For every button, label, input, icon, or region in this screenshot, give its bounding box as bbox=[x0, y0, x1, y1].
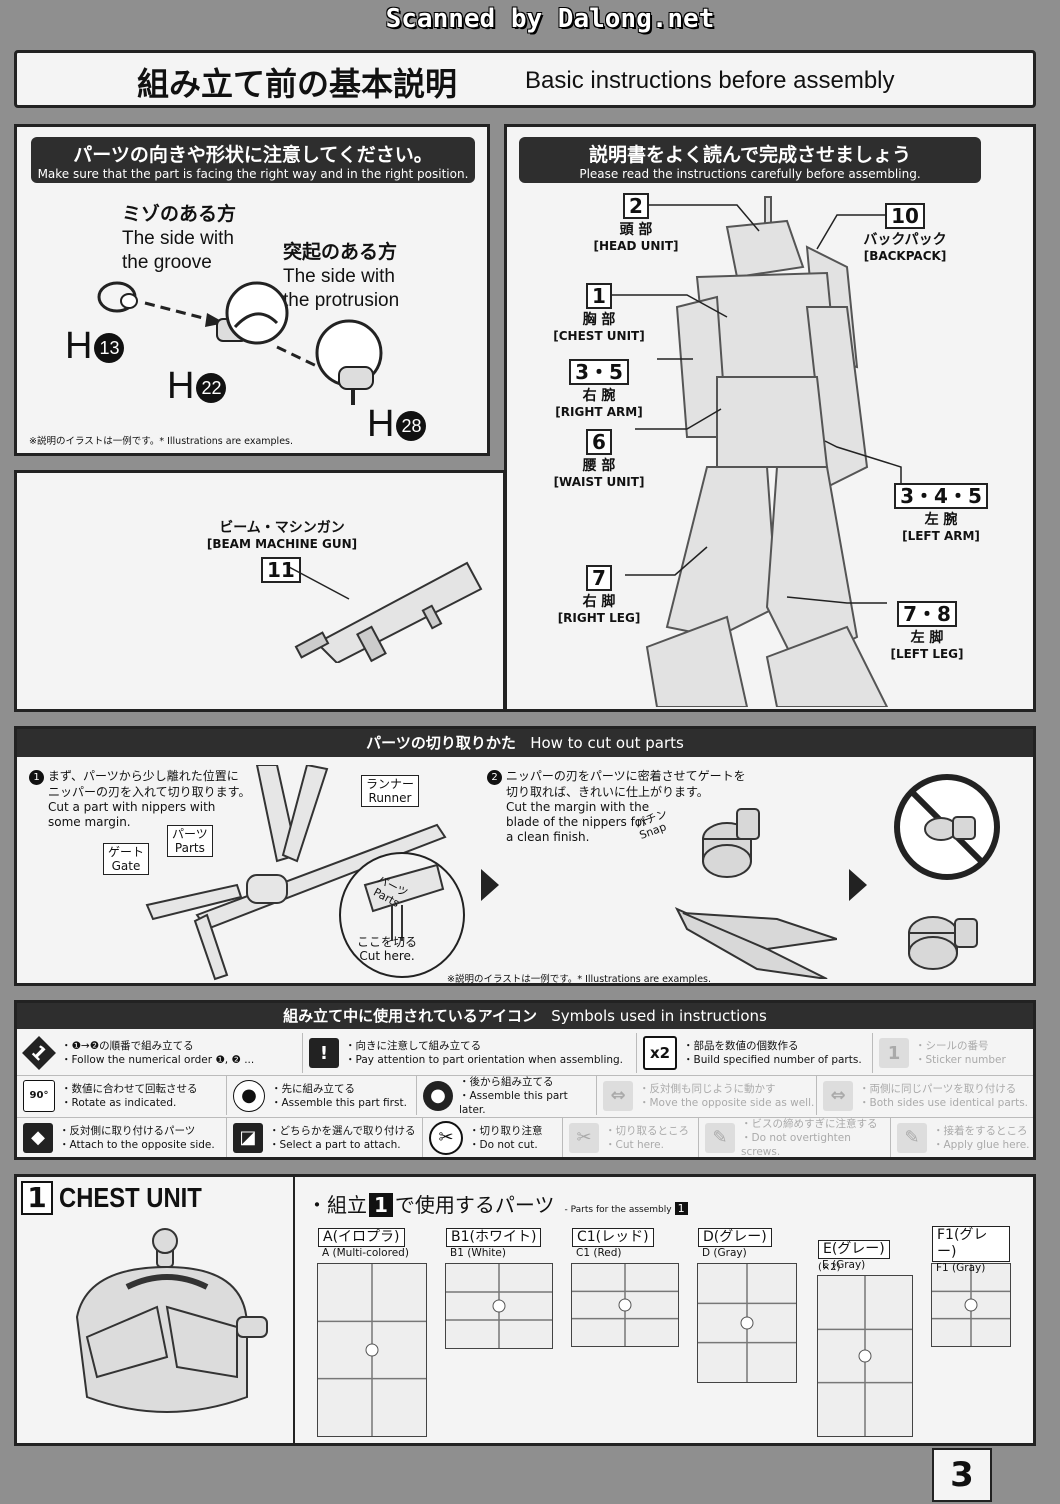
runner-f1: F1(グレー)F1 (Gray) bbox=[931, 1226, 1011, 1347]
beam-machine-gun-illustration bbox=[288, 561, 483, 663]
symbol-glue: ✎・接着をするところ・Apply glue here. bbox=[891, 1117, 1033, 1157]
cut-here-icon: ✂ bbox=[569, 1122, 599, 1153]
runner-frame bbox=[318, 1264, 426, 1436]
step1-text: 1 まず、パーツから少し離れた位置に ニッパーの刃を入れて切り取ります。 Cut… bbox=[29, 769, 250, 830]
parts-for-assembly-title: ・組立 1 で使用するパーツ - Parts for the assembly … bbox=[307, 1189, 688, 1218]
symbol-build-multiple: x2・部品を数値の個数作る・Build specified number of … bbox=[637, 1033, 873, 1073]
symbol-do-not-cut: ✂・切り取り注意・Do not cut. bbox=[423, 1117, 563, 1157]
move-opposite-icon: ⇔ bbox=[603, 1080, 633, 1111]
chest-unit-heading: 1 CHEST UNIT bbox=[21, 1181, 227, 1215]
gun-panel: ビーム・マシンガン[BEAM MACHINE GUN] 11 bbox=[14, 470, 506, 712]
groove-label: ミゾのある方 The side with the groove bbox=[122, 204, 237, 273]
step2-text: 2 ニッパーの刃をパーツに密着させてゲートを 切り取れば、きれいに仕上がります。… bbox=[487, 769, 746, 845]
symbol-orientation: !・向きに注意して組み立てる・Pay attention to part ori… bbox=[303, 1033, 637, 1073]
chest-unit-illustration bbox=[75, 1228, 268, 1413]
page-header: 組み立て前の基本説明 Basic instructions before ass… bbox=[14, 50, 1036, 108]
cutting-panel: パーツの切り取りかた How to cut out parts 1 まず、パーツ… bbox=[14, 726, 1036, 986]
page-title-jp: 組み立て前の基本説明 bbox=[137, 65, 458, 103]
symbol-assemble-later: ●・後から組み立てる・Assemble this part later. bbox=[417, 1075, 597, 1116]
symbol-select-part: ◪・どちらかを選んで取り付ける・Select a part to attach. bbox=[227, 1117, 423, 1157]
screwdriver-icon: ✎ bbox=[705, 1122, 735, 1153]
page-number: 3 bbox=[932, 1448, 992, 1502]
symbol-sticker-number: 1・シールの番号・Sticker number bbox=[873, 1033, 1033, 1073]
runner-frame bbox=[446, 1264, 552, 1348]
arrow-2 bbox=[849, 869, 867, 901]
protrusion-label: 突起のある方 The side with the protrusion bbox=[283, 242, 400, 311]
assemble-first-icon: ● bbox=[233, 1079, 265, 1112]
multiply-icon: x2 bbox=[643, 1036, 677, 1070]
scan-banner: Scanned by Dalong.net bbox=[385, 4, 715, 34]
runner-a: A(イロプラ)A (Multi-colored) bbox=[317, 1228, 427, 1437]
instructions-title: 説明書をよく読んで完成させましょう Please read the instru… bbox=[519, 137, 981, 183]
instructions-title-jp: 説明書をよく読んで完成させましょう bbox=[588, 144, 912, 166]
instructions-title-en: Please read the instructions carefully b… bbox=[579, 167, 921, 181]
symbol-opposite-side: ◆・反対側に取り付けるパーツ・Attach to the opposite si… bbox=[17, 1117, 227, 1157]
runner-frame bbox=[698, 1264, 796, 1382]
glue-icon: ✎ bbox=[897, 1122, 927, 1153]
symbol-both-sides: ⇔・両側に同じパーツを取り付ける・Both sides use identica… bbox=[817, 1075, 1033, 1115]
nipper-cut-illustration bbox=[145, 765, 465, 981]
runner-b1: B1(ホワイト)B1 (White) bbox=[445, 1228, 553, 1349]
orientation-illustration bbox=[97, 281, 383, 405]
runner-c1: C1(レッド)C1 (Red) bbox=[571, 1228, 679, 1347]
cutting-note: ※説明のイラストは一例です。* Illustrations are exampl… bbox=[447, 974, 712, 985]
symbol-numerical-order: 1・❶→❷の順番で組み立てる・Follow the numerical orde… bbox=[17, 1033, 303, 1073]
robot-illustration bbox=[645, 196, 889, 707]
clean-cut-illustration bbox=[674, 808, 837, 979]
leader-lines bbox=[611, 204, 902, 604]
runner-frame bbox=[932, 1264, 1010, 1346]
orientation-title-jp: パーツの向きや形状に注意してください。 bbox=[73, 144, 433, 166]
symbol-screws: ✎・ビスの締めすぎに注意する・Do not overtighten screws… bbox=[699, 1117, 891, 1158]
page-title-en: Basic instructions before assembly bbox=[525, 67, 895, 94]
chest-divider bbox=[293, 1177, 295, 1443]
chest-unit-panel: 1 CHEST UNIT ・組立 1 で使用するパーツ - Parts for … bbox=[14, 1174, 1036, 1446]
exclamation-icon: ! bbox=[309, 1038, 339, 1068]
gun-part-number: 11 bbox=[261, 557, 301, 583]
opposite-side-icon: ◆ bbox=[23, 1122, 53, 1153]
runner-frame bbox=[818, 1276, 912, 1436]
gun-label: ビーム・マシンガン[BEAM MACHINE GUN] bbox=[206, 520, 358, 551]
symbols-panel: 組み立て中に使用されているアイコン Symbols used in instru… bbox=[14, 1000, 1036, 1160]
orientation-note: ※説明のイラストは一例です。* Illustrations are exampl… bbox=[29, 436, 294, 447]
select-part-icon: ◪ bbox=[233, 1122, 263, 1153]
assemble-later-icon: ● bbox=[423, 1080, 453, 1111]
do-not-cut-illustration bbox=[894, 774, 1000, 970]
numerical-order-icon: 1 bbox=[22, 1036, 56, 1070]
symbol-rotate: 90°・数値に合わせて回転させる・Rotate as indicated. bbox=[17, 1075, 227, 1115]
cutting-title-bar: パーツの切り取りかた How to cut out parts bbox=[17, 729, 1033, 757]
orientation-title-en: Make sure that the part is facing the ri… bbox=[37, 167, 469, 181]
runner-e: E(グレー)E (Gray) (×2) bbox=[817, 1240, 913, 1437]
orientation-title: パーツの向きや形状に注意してください。 Make sure that the p… bbox=[31, 137, 475, 183]
symbol-cut-here: ✂・切り取るところ・Cut here. bbox=[563, 1117, 699, 1157]
symbol-move-opposite: ⇔・反対側も同じように動かす・Move the opposite side as… bbox=[597, 1075, 817, 1115]
runner-d: D(グレー)D (Gray) bbox=[697, 1228, 797, 1383]
runner-frame bbox=[572, 1264, 678, 1346]
sticker-icon: 1 bbox=[879, 1038, 909, 1068]
rotate-icon: 90° bbox=[23, 1079, 55, 1112]
symbol-assemble-first: ●・先に組み立てる・Assemble this part first. bbox=[227, 1075, 417, 1115]
instructions-panel: 説明書をよく読んで完成させましょう Please read the instru… bbox=[504, 124, 1036, 712]
do-not-cut-icon: ✂ bbox=[429, 1120, 463, 1155]
symbols-title-bar: 組み立て中に使用されているアイコン Symbols used in instru… bbox=[17, 1003, 1033, 1029]
orientation-panel: パーツの向きや形状に注意してください。 Make sure that the p… bbox=[14, 124, 490, 456]
arrow-1 bbox=[481, 869, 499, 901]
both-sides-icon: ⇔ bbox=[823, 1080, 853, 1111]
runner-e-multiplier: (×2) bbox=[818, 1262, 841, 1273]
